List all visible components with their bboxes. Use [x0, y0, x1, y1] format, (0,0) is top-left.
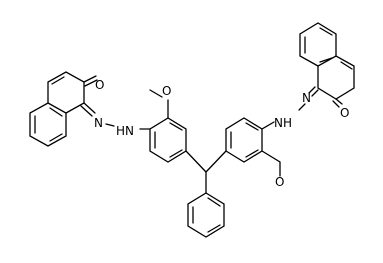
right-methoxy-oxygen-label: O — [275, 175, 284, 189]
central-benzhydryl — [185, 150, 227, 238]
left-benzo-inner-bonds — [34, 107, 63, 142]
right-enone-ring — [317, 55, 355, 100]
left-methoxyphenyl-ring — [149, 89, 187, 163]
left-hydrazone-nh-label: HN — [116, 124, 134, 138]
right-methoxyphenyl-ring — [225, 117, 281, 177]
left-carbonyl-bond — [83, 75, 98, 87]
left-c-to-n-bond — [80, 102, 96, 117]
right-hydrazone-n-label: N — [302, 91, 311, 105]
phenyl-ring — [187, 192, 225, 238]
left-methoxy-oxygen-label: O — [162, 84, 171, 98]
left-enone-ring — [47, 71, 85, 114]
right-ketone-oxygen-label: O — [340, 106, 349, 120]
right-naphthalenone — [299, 22, 355, 108]
right-hydrazone-nh-label: NH — [274, 116, 292, 130]
left-naphthalenone — [29, 71, 98, 147]
left-enone-double-bond — [51, 76, 65, 85]
right-hydrazone-linker — [298, 86, 319, 111]
right-benzo-ring — [299, 22, 337, 67]
left-hydrazone-n-label: N — [94, 116, 103, 130]
left-ketone-oxygen-label: O — [95, 78, 104, 92]
left-hydrazone-linker — [105, 123, 151, 130]
